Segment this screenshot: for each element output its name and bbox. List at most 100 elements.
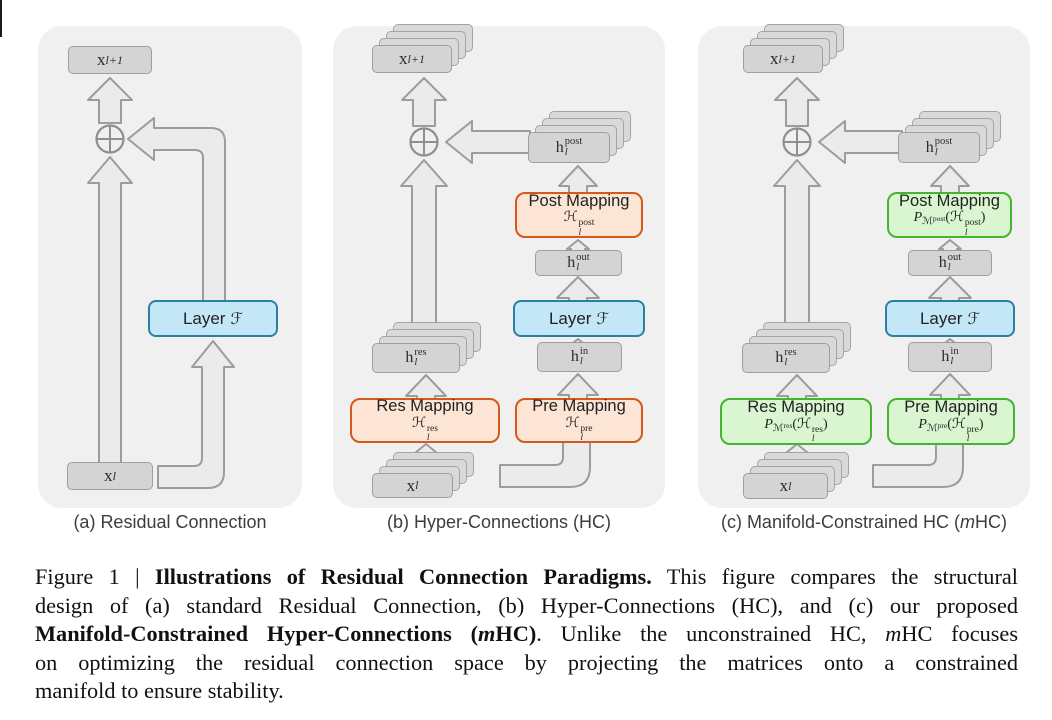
panel-b-caption-text: (b) Hyper-Connections (HC) [386,512,612,532]
pre-mapping-title-c: Pre Mapping [904,398,998,417]
res-mapping-psub-c: ℳ [772,422,784,434]
h-in-base-c: h [941,348,950,365]
panel-a-caption: (a) Residual Connection [38,512,302,533]
caption-line-3: Manifold-Constrained Hyper-Connections (… [35,620,1018,649]
caption-seg-bold-italic: m [478,621,496,646]
paren-open: ( [792,416,798,432]
x-in-sub-b: l [415,478,419,492]
paren-close: ) [978,416,984,432]
caption-seg-bold: Manifold-Constrained Hyper-Connections [35,621,452,646]
h-in-sub-c: l [950,356,954,367]
layer-symbol-c: ℱ [967,309,981,328]
res-mapping-hsub-c: l [811,434,815,445]
panel-residual-connection [38,26,302,508]
pre-mapping-title-b: Pre Mapping [532,397,626,416]
pre-mapping-hsup-c: pre [966,424,979,435]
elbow-x-to-premap-c [872,442,964,488]
box-layer-a: Layer ℱ [148,300,278,337]
x-in-sub-a: l [112,468,116,483]
res-mapping-sup-b: res [426,423,438,434]
res-mapping-hsup-c: res [811,424,823,435]
post-mapping-hsup-c: post [964,218,981,229]
h-out-sup-b: out [576,251,590,263]
pre-mapping-hsub-c: l [966,434,970,445]
caption-seg: design of (a) standard Residual Connecti… [35,592,1018,618]
h-in-sup-c: in [950,345,959,357]
post-mapping-p-c: P [913,210,923,226]
page-edge-artifact [0,0,2,37]
paren-open: ( [947,416,952,432]
arrow-sum-to-xnext-c [774,77,820,127]
arrow-hpost-to-sum-b [445,120,531,164]
caption-seg-italic: m [885,621,902,646]
x-next-base-a: x [97,50,106,69]
sum-icon-b [409,127,439,157]
post-mapping-hsub-c: l [964,227,968,238]
pre-mapping-psup-c: pre [937,420,948,430]
panel-b-caption: (b) Hyper-Connections (HC) [333,512,665,533]
x-next-sub-c: l+1 [778,51,796,66]
box-layer-c: Layer ℱ [885,300,1015,337]
panel-c-caption-pre: (c) Manifold-Constrained HC ( [720,512,961,532]
arrow-x-to-layer-a [157,340,235,489]
post-mapping-sup-b: post [578,218,595,229]
post-mapping-h-b: ℋ [563,209,578,226]
panel-a-caption-text: (a) Residual Connection [73,512,267,532]
caption-seg-bold: Illustrations of Residual Connection Par… [154,564,652,589]
h-post-base-c: h [925,138,934,156]
layer-symbol-b: ℱ [596,309,610,328]
h-in-sup-b: in [579,345,589,357]
x-next-sub-b: l+1 [407,51,425,66]
layer-symbol-a: ℱ [230,309,244,328]
pre-mapping-h-b: ℋ [565,414,580,431]
elbow-x-to-premap-b [499,440,591,488]
h-post-sup-b: post [564,136,583,147]
caption-seg-bold: ( [451,621,479,646]
arrow-layer-to-sum-a [127,117,226,305]
h-post-sup-c: post [934,136,953,147]
caption-seg: manifold to ensure stability. [35,678,284,703]
h-post-base-b: h [555,138,564,156]
layer-label-b: Layer [548,308,592,328]
caption-line-5: manifold to ensure stability. [35,677,1018,706]
x-in-sub-c: l [788,478,792,493]
post-mapping-title-b: Post Mapping [528,191,630,210]
post-mapping-sub-b: l [578,227,582,238]
res-mapping-sub-b: l [426,433,430,444]
h-res-sub-b: l [414,357,418,368]
layer-label-a: Layer [182,308,226,328]
pre-mapping-p-c: P [918,416,927,432]
x-in-base-c: x [779,476,789,495]
sum-icon-a [95,124,125,154]
h-res-base-c: h [775,349,784,366]
caption-seg: on optimizing the residual connection sp… [35,649,1018,675]
pre-mapping-psub-c: ℳ [926,422,938,434]
post-mapping-psub-c: ℳ [922,216,933,228]
x-next-base-b: x [399,49,408,68]
caption-line-4: on optimizing the residual connection sp… [35,649,1018,678]
res-mapping-h-b: ℋ [412,414,426,431]
pre-mapping-sup-b: pre [580,423,593,434]
paren-close: ) [980,210,986,226]
box-layer-b: Layer ℱ [513,300,645,337]
h-out-sup-c: out [947,251,962,263]
caption-seg: . Unlike the unconstrained HC, [536,621,886,646]
post-mapping-h-c: ℋ [950,209,964,226]
arrow-residual-up-a [87,156,133,469]
res-mapping-psup-c: res [783,420,793,430]
